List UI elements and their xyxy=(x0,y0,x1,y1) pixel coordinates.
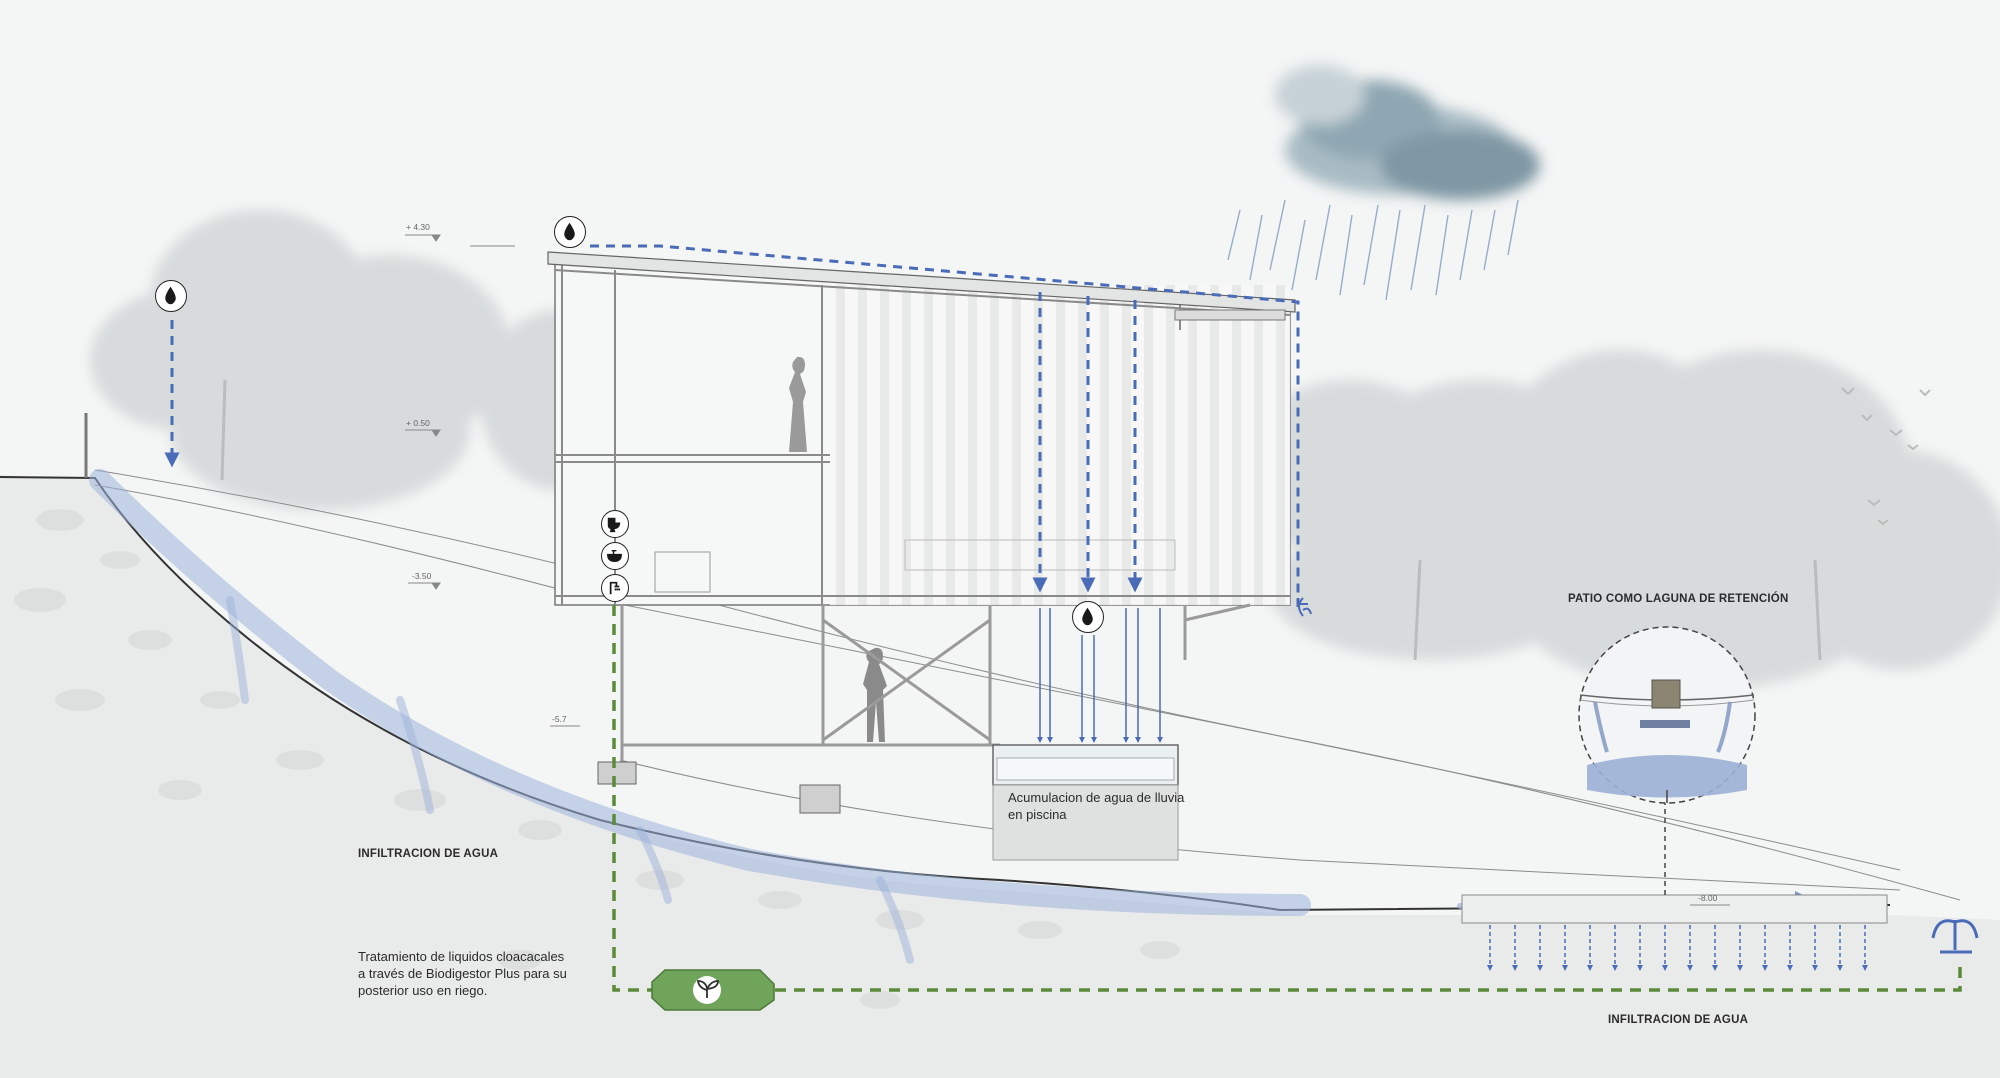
level-deep: -8.00 xyxy=(1698,893,1718,903)
water-drop-icon xyxy=(155,280,187,312)
foundation-block-2 xyxy=(799,784,841,814)
birds xyxy=(1841,387,1931,526)
wastewater-line xyxy=(612,605,1962,992)
treatment-caption-line2: a través de Biodigestor Plus para su xyxy=(358,966,567,981)
infiltration-left-label: INFILTRACION DE AGUA xyxy=(358,848,499,860)
gravel-stones xyxy=(14,509,1180,1009)
trees-background xyxy=(90,210,2000,690)
rainwater-collection-lines xyxy=(164,244,1300,612)
contour-lines xyxy=(94,469,1961,901)
pool-caption-line1: Acumulacion de agua de lluvia xyxy=(1008,790,1185,805)
level-mid: -3.50 xyxy=(412,571,432,581)
rain-drop-lines-to-pool xyxy=(1037,608,1163,743)
rain-streaks xyxy=(1227,199,1519,301)
rainwater-pool xyxy=(992,744,1179,861)
house-section xyxy=(84,251,1296,861)
sink-icon xyxy=(601,542,629,570)
ground-soil xyxy=(0,475,2000,1078)
facade-slats xyxy=(830,285,1290,605)
fountain-icon xyxy=(1931,919,1979,954)
level-roof: + 4.30 xyxy=(406,222,430,232)
treatment-caption-line1: Tratamiento de liquidos cloacacales xyxy=(358,949,565,964)
water-drop-icon xyxy=(1072,601,1104,633)
sprout-icon xyxy=(696,980,719,998)
person-upper-floor xyxy=(789,356,807,452)
infiltration-field xyxy=(1461,790,1888,971)
treatment-caption: Tratamiento de liquidos cloacacales a tr… xyxy=(358,948,618,999)
level-markers xyxy=(405,234,1730,906)
infiltration-right-label: INFILTRACION DE AGUA xyxy=(1608,1014,1749,1026)
downpipe-outlet-icon xyxy=(1298,597,1312,617)
level-floor: + 0.50 xyxy=(406,418,430,428)
person-under-house xyxy=(863,647,887,742)
pool-caption-line2: en piscina xyxy=(1008,807,1067,822)
toilet-icon xyxy=(601,510,629,538)
foundation-block xyxy=(597,761,637,785)
level-low: -5.7 xyxy=(552,714,567,724)
water-drop-icon xyxy=(554,216,586,248)
biodigester-tank xyxy=(651,969,775,1011)
rain-cloud xyxy=(1227,65,1540,301)
patio-lagoon-label: PATIO COMO LAGUNA DE RETENCIÓN xyxy=(1568,593,1789,605)
shower-icon xyxy=(601,574,629,602)
pool-caption: Acumulacion de agua de lluvia en piscina xyxy=(1008,789,1208,823)
tree-trunks xyxy=(220,379,1822,661)
retention-lagoon-detail xyxy=(1578,626,1756,804)
treatment-caption-line3: posterior uso en riego. xyxy=(358,983,488,998)
